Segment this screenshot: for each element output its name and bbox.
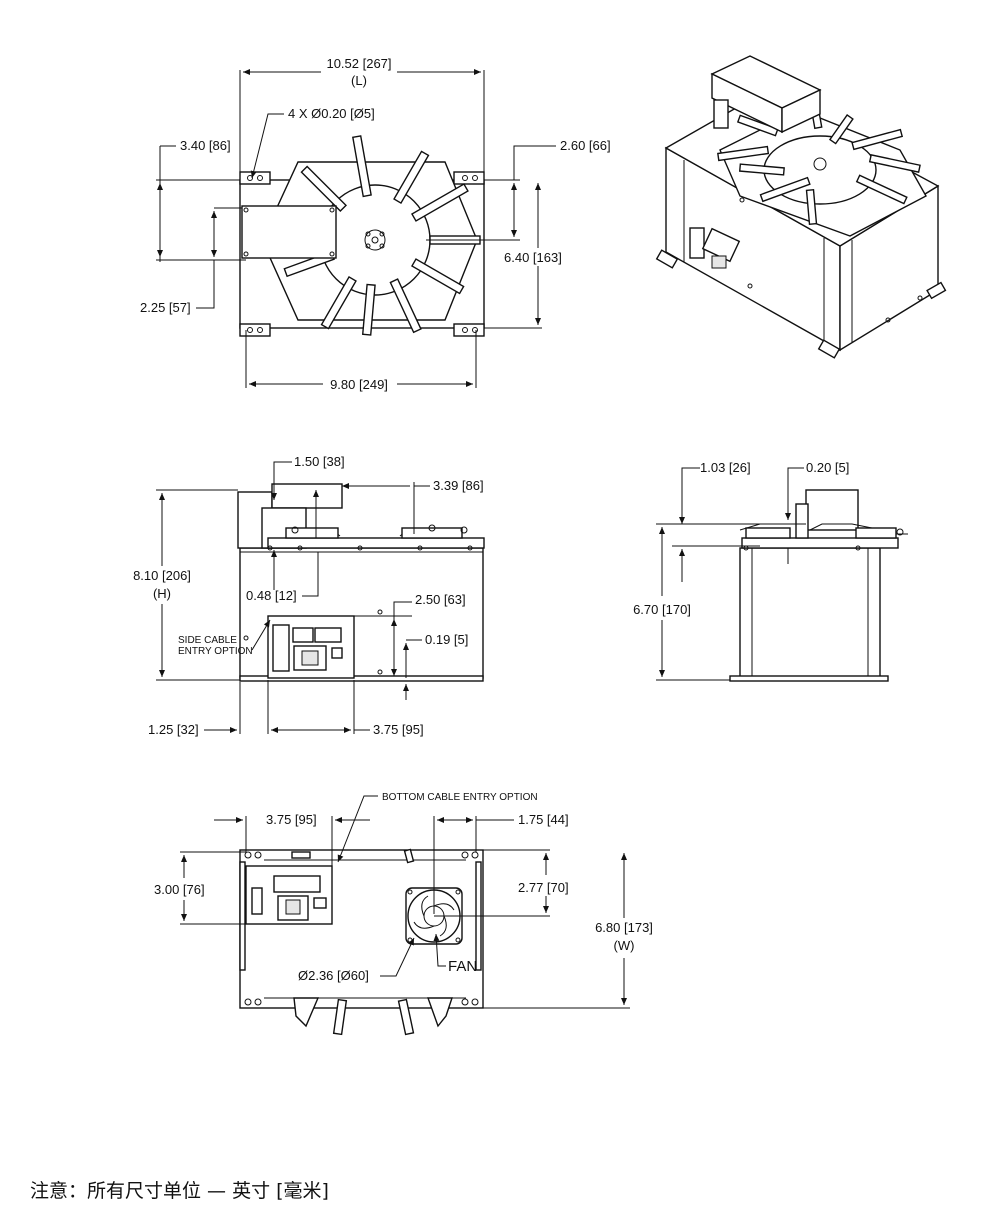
units-note: 注意：所有尺寸单位 — 英寸 [毫米] [30, 1180, 329, 1202]
iso-power-connector [701, 227, 741, 263]
top-view-foot [453, 323, 485, 337]
top-length-label: 10.52 [267] [326, 56, 391, 71]
side-view: 1.03 [26] 0.20 [5] 6.70 [170] [633, 460, 908, 682]
top-view-foot [239, 171, 271, 185]
front-view: 8.10 [206] (H) 1.50 [38] 3.39 [86] 0.48 … [133, 454, 485, 737]
top-right-offset-label: 2.60 [66] [560, 138, 611, 153]
front-view-power-inlet [293, 645, 327, 671]
front-view-tray [267, 537, 485, 549]
top-hole-spacing-label: 9.80 [249] [330, 377, 388, 392]
bottom-dim-b-label: 1.75 [44] [518, 812, 569, 827]
bottom-view: BOTTOM CABLE ENTRY OPTION 3.75 [95] 1.75… [154, 792, 653, 1036]
bottom-fan-label: FAN [448, 958, 477, 975]
iso-db-connector [689, 227, 705, 259]
bottom-width-symbol: (W) [614, 938, 635, 953]
side-dim-c-label: 6.70 [170] [633, 602, 691, 617]
top-view-foot [453, 171, 485, 185]
front-dim-b-label: 3.39 [86] [433, 478, 484, 493]
side-view-body [739, 547, 881, 679]
bottom-dim-c-label: 3.00 [76] [154, 882, 205, 897]
front-side-cable-label-2: ENTRY OPTION [178, 646, 253, 657]
front-dim-e-label: 0.19 [5] [425, 632, 468, 647]
front-dim-g-label: 3.75 [95] [373, 722, 424, 737]
isometric-view [655, 55, 947, 359]
front-dim-c-label: 0.48 [12] [246, 588, 297, 603]
bottom-dim-d-label: 2.77 [70] [518, 880, 569, 895]
top-left-offset-label: 3.40 [86] [180, 138, 231, 153]
top-view-camera-block [241, 205, 337, 259]
side-view-camera [805, 489, 859, 531]
front-view-db-connector [272, 624, 290, 672]
front-dim-d-label: 2.50 [63] [415, 592, 466, 607]
bottom-dim-a-label: 3.75 [95] [266, 812, 317, 827]
front-side-cable-label-1: SIDE CABLE [178, 635, 237, 646]
bottom-cable-option-label: BOTTOM CABLE ENTRY OPTION [382, 792, 538, 803]
top-bracket-height-label: 2.25 [57] [140, 300, 191, 315]
front-height-symbol: (H) [153, 586, 171, 601]
front-dim-a-label: 1.50 [38] [294, 454, 345, 469]
front-total-height-label: 8.10 [206] [133, 568, 191, 583]
top-length-symbol: (L) [351, 73, 367, 88]
front-dim-f-label: 1.25 [32] [148, 722, 199, 737]
side-dim-a-label: 1.03 [26] [700, 460, 751, 475]
iso-arms [717, 94, 921, 225]
top-holes-label: 4 X Ø0.20 [Ø5] [288, 106, 375, 121]
top-view: 10.52 [267] (L) 4 X Ø0.20 [Ø5] 3.40 [86]… [140, 56, 611, 392]
top-height-label: 6.40 [163] [504, 250, 562, 265]
top-view-foot [239, 323, 271, 337]
bottom-width-label: 6.80 [173] [595, 920, 653, 935]
side-dim-b-label: 0.20 [5] [806, 460, 849, 475]
side-view-tray [741, 537, 899, 549]
bottom-fan-diameter-label: Ø2.36 [Ø60] [298, 968, 369, 983]
